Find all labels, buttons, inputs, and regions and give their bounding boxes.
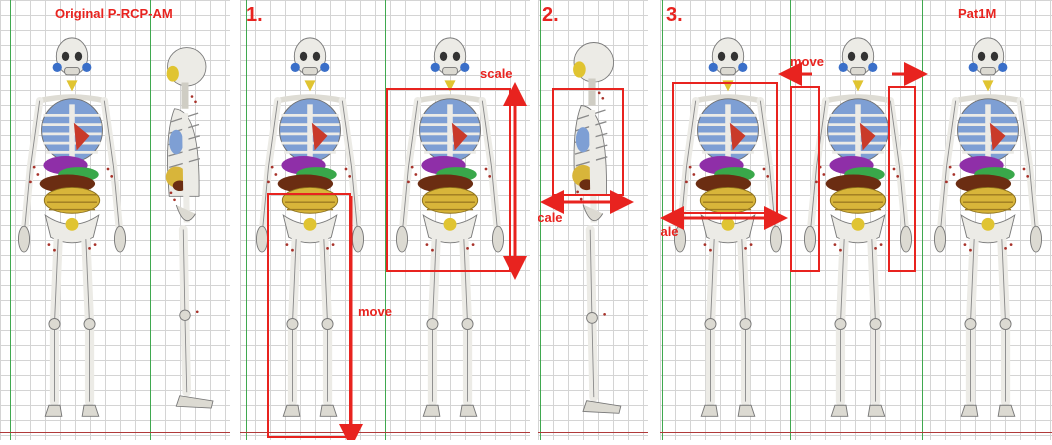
panel-step3: 3. Pat1M scale move bbox=[660, 0, 1052, 440]
panel-original: Original P-RCP-AM bbox=[0, 0, 230, 440]
move-label: move bbox=[358, 304, 392, 319]
axis-line bbox=[10, 0, 11, 440]
skeleton-side-figure bbox=[150, 10, 220, 435]
scale-label: scale bbox=[660, 224, 679, 239]
skeleton-front-figure bbox=[12, 10, 132, 435]
panel-step2: 2. scale bbox=[538, 0, 648, 440]
move-label: move bbox=[790, 54, 824, 69]
panel-step1: 1. move scale bbox=[240, 0, 530, 440]
scale-label: scale bbox=[480, 66, 513, 81]
scale-label: scale bbox=[538, 210, 563, 225]
original-label: Original P-RCP-AM bbox=[55, 6, 173, 21]
annotation-arrows bbox=[660, 0, 1052, 440]
